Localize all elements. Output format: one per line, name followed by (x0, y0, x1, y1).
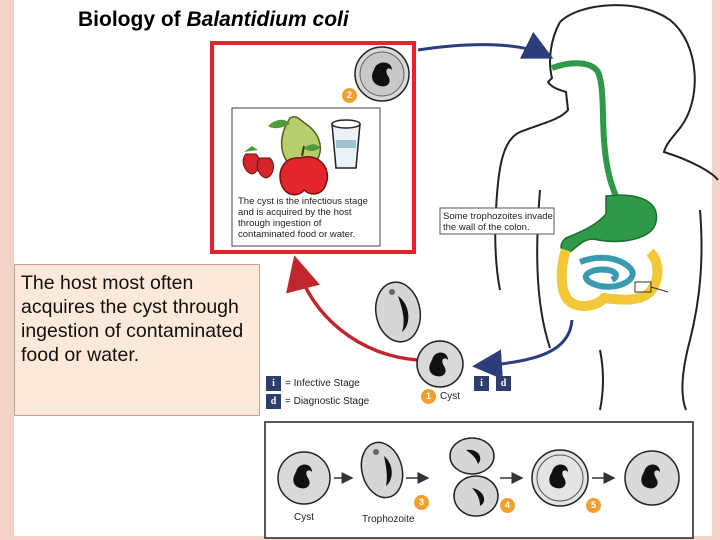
strip-trophozoite-icon (360, 441, 404, 499)
host-text-box: The host most often acquires the cyst th… (14, 264, 260, 416)
apple-icon (279, 144, 329, 196)
cyst-stage-label: Cyst (440, 391, 460, 402)
page-title: Biology of Balantidium coli (78, 8, 349, 32)
invasion-note: Some trophozoites invade the wall of the… (443, 211, 553, 233)
right-frame-border (712, 0, 720, 540)
invasion-note-box (439, 207, 555, 235)
cyst-stage-icon (416, 340, 464, 388)
diagnostic-legend-label: = Diagnostic Stage (285, 396, 370, 407)
transmission-arrow (286, 255, 419, 362)
invasion-note-text: Some trophozoites invade the wall of the… (443, 211, 553, 233)
highlight-box (210, 41, 416, 254)
pear-icon (268, 115, 322, 169)
infective-symbol-icon: i (266, 376, 281, 391)
stage-2-badge: 2 (342, 88, 357, 103)
encysting-icon (531, 449, 589, 507)
water-glass-icon (331, 119, 361, 169)
excretion-arrow (472, 319, 574, 380)
host-text: The host most often acquires the cyst th… (21, 272, 244, 366)
digestive-tract (550, 60, 669, 311)
title-organism: Balantidium coli (186, 8, 349, 31)
ingestion-note: The cyst is the infectious stage and is … (238, 196, 378, 240)
dividing-trophozoite-icon (449, 437, 499, 517)
strip-trophozoite-label: Trophozoite (362, 514, 415, 525)
strawberry-icon (242, 146, 274, 179)
diagnostic-symbol-icon: d (266, 394, 281, 409)
cyst-diagnostic-icon: d (496, 376, 511, 391)
stage-3-badge: 3 (414, 495, 429, 510)
cyst-infective-icon: i (474, 376, 489, 391)
stage-1-badge: 1 (421, 389, 436, 404)
strip-cyst-label: Cyst (294, 512, 314, 523)
trophozoite-icon (374, 281, 422, 343)
infective-legend-label: = Infective Stage (285, 378, 360, 389)
ingestion-note-text: The cyst is the infectious stage and is … (238, 196, 368, 240)
mature-cyst-icon (624, 450, 680, 506)
left-frame-border (0, 0, 14, 540)
ingestion-arrow (417, 31, 554, 59)
stage-5-badge: 5 (586, 498, 601, 513)
cyst-icon (354, 46, 410, 102)
title-prefix: Biology of (78, 8, 187, 31)
strip-cyst-icon (277, 451, 331, 505)
stage-4-badge: 4 (500, 498, 515, 513)
